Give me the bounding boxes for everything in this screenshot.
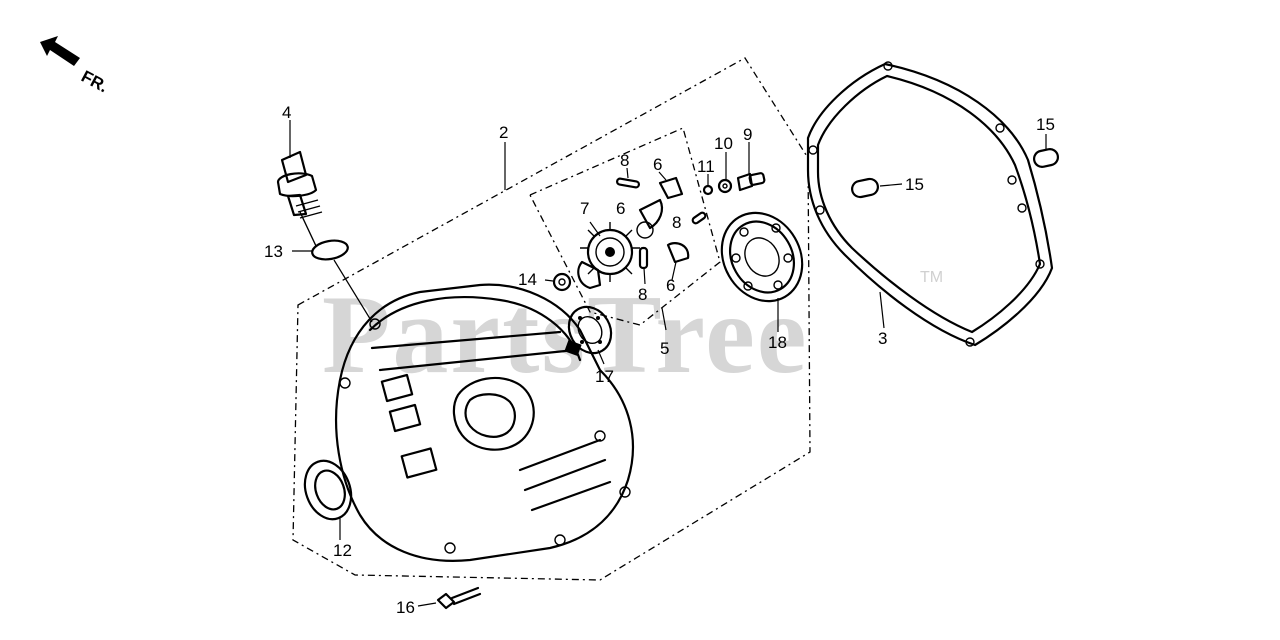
crankcase-cover-part bbox=[334, 283, 635, 562]
dowel-pin-parts bbox=[851, 148, 1060, 199]
callout-4: 4 bbox=[282, 103, 291, 122]
callout-8-right: 8 bbox=[672, 213, 681, 232]
governor-assembly-boundary bbox=[529, 127, 721, 326]
callout-17: 17 bbox=[595, 367, 614, 386]
callout-18: 18 bbox=[768, 333, 787, 352]
large-bearing-part bbox=[720, 211, 804, 303]
oil-switch-part bbox=[276, 150, 323, 247]
callout-6-bottom: 6 bbox=[666, 276, 675, 295]
governor-weights-part bbox=[636, 176, 690, 264]
callout-13: 13 bbox=[264, 242, 283, 261]
oil-seal-part bbox=[303, 459, 353, 521]
leader-lines bbox=[289, 120, 1047, 607]
callout-14: 14 bbox=[518, 270, 537, 289]
callout-12: 12 bbox=[333, 541, 352, 560]
o-ring-part bbox=[311, 239, 349, 261]
callout-7: 7 bbox=[580, 199, 589, 218]
small-bearing-part bbox=[567, 305, 613, 355]
callout-2: 2 bbox=[499, 123, 508, 142]
bolt-washer-parts bbox=[702, 172, 766, 196]
callout-6-top: 6 bbox=[653, 155, 662, 174]
collar-part bbox=[552, 272, 572, 292]
callout-8-bottom: 8 bbox=[638, 285, 647, 304]
flange-bolt-part bbox=[436, 586, 482, 610]
gasket-part bbox=[806, 61, 1054, 347]
callout-11: 11 bbox=[697, 157, 715, 176]
callout-6-middle: 6 bbox=[616, 199, 625, 218]
case-assembly-boundary bbox=[292, 57, 811, 581]
callout-5: 5 bbox=[660, 339, 669, 358]
callout-9: 9 bbox=[743, 125, 752, 144]
pin-parts bbox=[616, 177, 707, 270]
callout-15-middle: 15 bbox=[905, 175, 924, 194]
callout-3: 3 bbox=[878, 329, 887, 348]
callout-16: 16 bbox=[396, 598, 415, 617]
front-indicator-label: FR. bbox=[78, 67, 111, 97]
governor-gear-part bbox=[577, 222, 640, 290]
callout-15-right: 15 bbox=[1036, 115, 1055, 134]
callout-8-top: 8 bbox=[620, 151, 629, 170]
watermark-trademark: TM bbox=[920, 269, 943, 286]
callout-10: 10 bbox=[714, 134, 733, 153]
front-arrow-icon bbox=[40, 36, 80, 66]
